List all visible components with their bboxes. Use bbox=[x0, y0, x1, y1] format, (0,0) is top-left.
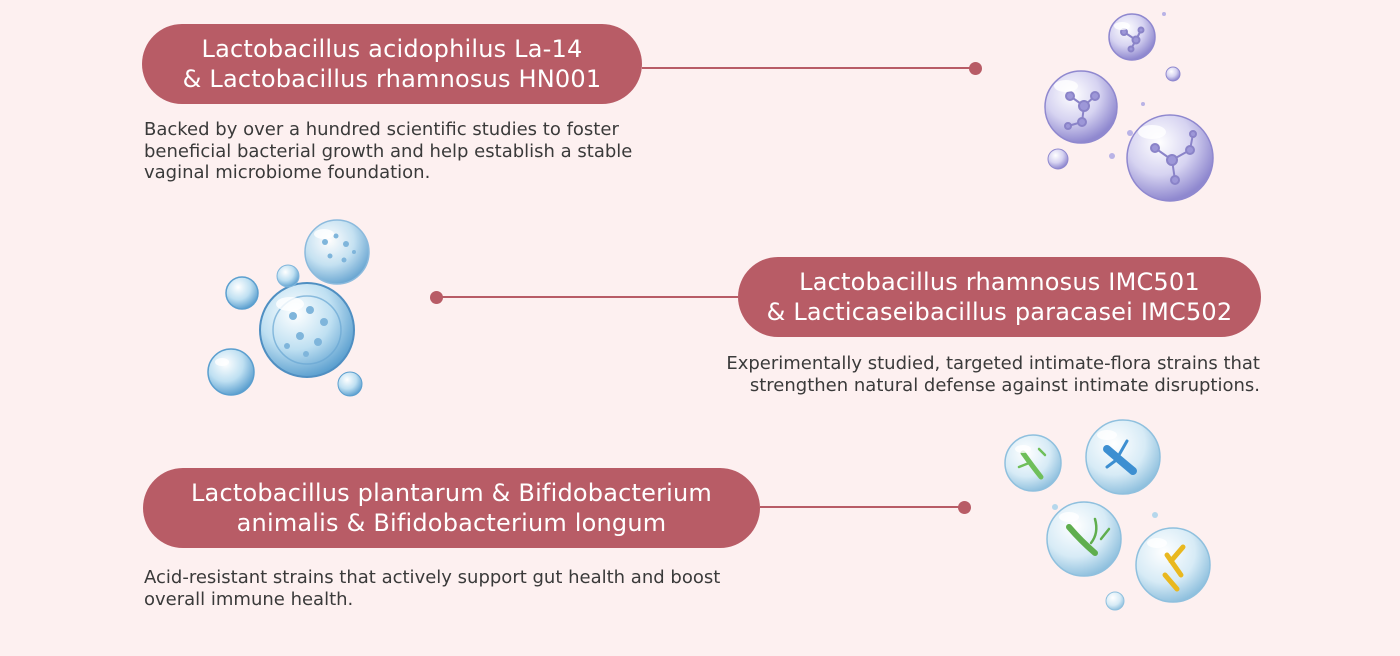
feature-2-title-line-2: & Lacticaseibacillus paracasei IMC502 bbox=[766, 298, 1233, 326]
feature-2-description: Experimentally studied, targeted intimat… bbox=[660, 353, 1260, 396]
feature-3-description-line-2: overall immune health. bbox=[144, 588, 354, 610]
feature-2-title-line-1: Lactobacillus rhamnosus IMC501 bbox=[799, 268, 1200, 296]
feature-3-title-line-2: animalis & Bifidobacterium longum bbox=[236, 509, 667, 537]
feature-3-description: Acid-resistant strains that actively sup… bbox=[144, 567, 784, 610]
feature-3-title-pill: Lactobacillus plantarum & Bifidobacteriu… bbox=[143, 468, 760, 548]
water-bubbles-icon bbox=[207, 219, 370, 397]
feature-3-connector-dot bbox=[958, 500, 971, 514]
feature-1-connector-dot bbox=[969, 61, 982, 75]
feature-3-title-line-1: Lactobacillus plantarum & Bifidobacteriu… bbox=[190, 479, 713, 507]
feature-1-description-line-1: Backed by over a hundred scientific stud… bbox=[144, 119, 619, 140]
feature-1-description-line-3: vaginal microbiome foundation. bbox=[144, 162, 431, 183]
feature-3-description-line-1: Acid-resistant strains that actively sup… bbox=[144, 567, 721, 588]
feature-3-connector-line bbox=[760, 506, 965, 508]
feature-1-title-line-2: & Lactobacillus rhamnosus HN001 bbox=[182, 65, 602, 93]
bacteria-bubbles-icon bbox=[1004, 419, 1211, 611]
feature-1-title-line-1: Lactobacillus acidophilus La-14 bbox=[201, 35, 583, 63]
feature-2-description-line-2: strengthen natural defense against intim… bbox=[749, 374, 1260, 396]
feature-1-description: Backed by over a hundred scientific stud… bbox=[144, 119, 704, 184]
molecule-bubbles-icon bbox=[1044, 12, 1214, 202]
feature-2-description-line-1: Experimentally studied, targeted intimat… bbox=[726, 353, 1260, 374]
feature-1-connector-line bbox=[642, 67, 976, 69]
feature-2-connector-line bbox=[436, 296, 738, 298]
feature-1-title-pill: Lactobacillus acidophilus La-14 & Lactob… bbox=[142, 24, 642, 104]
feature-2-title-pill: Lactobacillus rhamnosus IMC501 & Lactica… bbox=[738, 257, 1261, 337]
feature-1-description-line-2: beneficial bacterial growth and help est… bbox=[144, 140, 633, 162]
